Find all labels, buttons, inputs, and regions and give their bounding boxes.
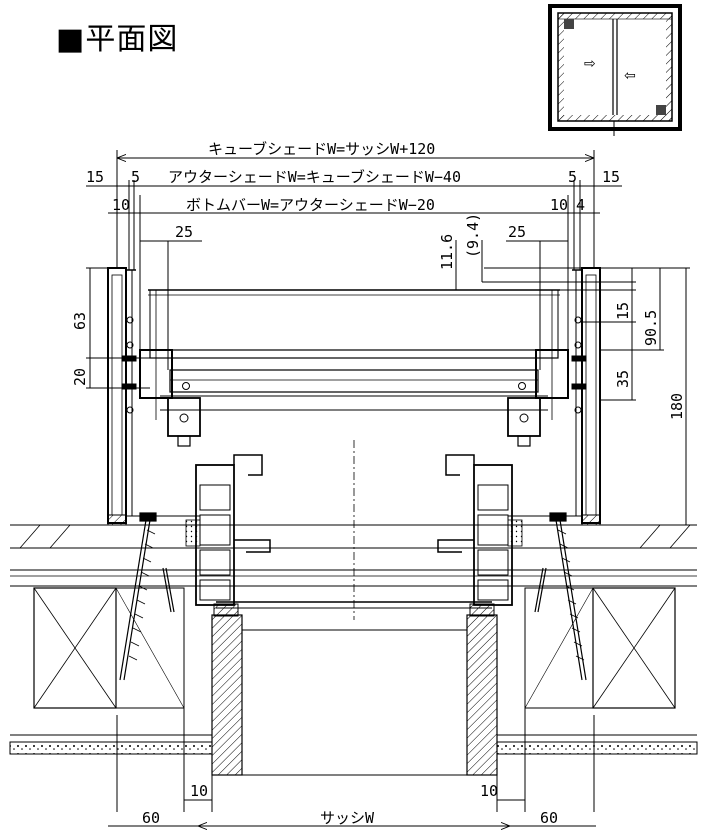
dimension-labels: キューブシェードW=サッシW+120 15 5 アウターシェードW=キューブシェ… <box>71 140 686 827</box>
dim-25-right: 25 <box>508 223 526 241</box>
dim-5-left: 5 <box>131 168 140 186</box>
page-title: ■平面図 <box>56 22 179 57</box>
dim-15-left: 15 <box>86 168 104 186</box>
dim-5-right: 5 <box>568 168 577 186</box>
dim-90-5: 90.5 <box>642 310 660 346</box>
dim-4-right: 4 <box>576 196 585 214</box>
dim-10-right: 10 <box>550 196 568 214</box>
dim-15-vertical: 15 <box>614 302 632 320</box>
dimension-lines <box>86 150 690 826</box>
thumbnail-arrow-right: ⇨ <box>584 56 596 72</box>
thumbnail-arrow-left: ⇦ <box>624 68 636 84</box>
dim-60-right: 60 <box>540 809 558 827</box>
dim-11-6: 11.6 <box>438 234 456 270</box>
window-thumbnail: ⇨ ⇦ <box>548 4 682 136</box>
dim-15-right: 15 <box>602 168 620 186</box>
dim-10-bottom-right: 10 <box>480 782 498 800</box>
bottom-bar-width-label: ボトムバーW=アウターシェードW−20 <box>186 196 435 214</box>
cube-shade-width-label: キューブシェードW=サッシW+120 <box>208 140 435 158</box>
dim-9-4: (9.4) <box>464 213 482 258</box>
outer-shade-width-label: アウターシェードW=キューブシェードW−40 <box>168 168 461 186</box>
sash-frame <box>195 454 513 617</box>
shade-head-box <box>121 289 587 447</box>
mounting-screws <box>119 512 587 681</box>
dim-25-left: 25 <box>175 223 193 241</box>
dim-10-left: 10 <box>112 196 130 214</box>
dim-10-bottom-left: 10 <box>190 782 208 800</box>
sash-width-label: サッシW <box>320 809 375 827</box>
dim-60-left: 60 <box>142 809 160 827</box>
dim-20: 20 <box>71 368 89 386</box>
dim-180: 180 <box>668 393 686 420</box>
dim-63: 63 <box>71 312 89 330</box>
dim-35: 35 <box>614 370 632 388</box>
